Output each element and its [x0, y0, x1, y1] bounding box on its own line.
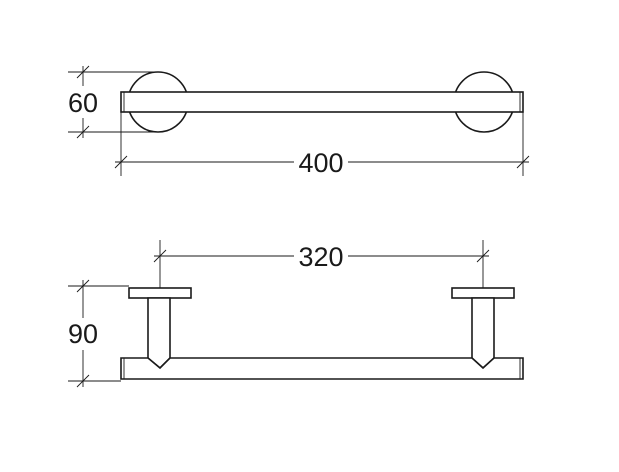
tick-mark: [76, 125, 90, 139]
tick-mark: [76, 65, 90, 79]
side-view-bar: [120, 357, 524, 380]
length-dim-label: 400: [298, 148, 343, 178]
right-post: [471, 297, 495, 370]
top-view: 60 400: [66, 65, 530, 178]
label-mask: [294, 148, 348, 178]
label-mask: [294, 242, 348, 272]
tick-mark: [114, 155, 128, 169]
height-dimension-90: 90: [66, 279, 129, 388]
tick-mark: [516, 155, 530, 169]
height-dim-label: 60: [68, 88, 98, 118]
label-mask: [66, 318, 100, 350]
tick-mark: [153, 249, 167, 263]
right-wall-flange: [451, 287, 515, 299]
height-dimension-60: 60: [66, 65, 158, 139]
left-post: [147, 297, 171, 370]
label-mask: [66, 86, 100, 118]
tick-mark: [76, 374, 90, 388]
length-dimension-400: 400: [114, 112, 530, 178]
tick-mark: [476, 249, 490, 263]
spacing-dimension-320: 320: [153, 240, 490, 288]
left-wall-flange: [128, 287, 192, 299]
height-dim-label: 90: [68, 319, 98, 349]
spacing-dim-label: 320: [298, 242, 343, 272]
tick-mark: [76, 279, 90, 293]
side-view: 320 90: [66, 240, 524, 388]
top-view-bar: [120, 91, 524, 113]
